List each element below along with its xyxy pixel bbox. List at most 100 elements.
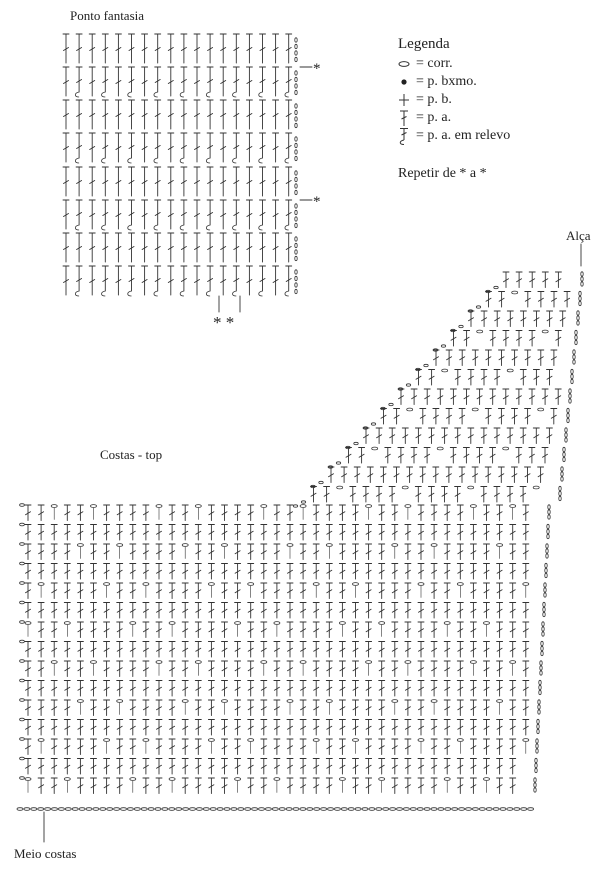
double-crochet-mark (114, 132, 122, 163)
double-crochet-mark (404, 758, 412, 775)
double-crochet-mark (219, 99, 227, 130)
double-crochet-mark (533, 310, 540, 327)
double-crochet-mark (509, 602, 517, 619)
double-crochet-mark (393, 408, 401, 425)
chart-markers: *** * (43, 61, 582, 843)
double-crochet-mark (206, 232, 214, 263)
double-crochet-mark (207, 680, 215, 697)
double-crochet-mark (128, 99, 135, 130)
double-crochet-mark (352, 641, 359, 658)
double-crochet-mark (75, 232, 83, 263)
slip-stitch-icon (401, 79, 407, 85)
double-crochet-mark (221, 524, 228, 541)
chart-row (19, 698, 541, 716)
double-crochet-mark (325, 738, 333, 755)
double-crochet-mark (467, 427, 475, 444)
double-crochet-mark (443, 680, 451, 697)
double-crochet-mark (362, 486, 370, 503)
double-crochet-mark (417, 543, 425, 560)
double-crochet-mark (194, 641, 202, 658)
double-crochet-mark (483, 758, 490, 775)
double-crochet-mark (260, 738, 268, 755)
double-crochet-mark (365, 699, 373, 716)
chart-row (345, 427, 568, 450)
double-crochet-mark (312, 777, 320, 794)
legend-item-double: = p. a. (398, 109, 598, 127)
double-crochet-mark (469, 758, 477, 775)
double-crochet-mark (181, 621, 189, 638)
double-crochet-mark (509, 543, 517, 560)
chart-row (19, 717, 540, 736)
double-crochet-mark (428, 369, 436, 386)
double-crochet-mark (430, 758, 438, 775)
chart-row (415, 349, 576, 372)
double-crochet-mark (103, 777, 111, 794)
double-crochet-mark (366, 466, 374, 483)
double-crochet-mark (75, 33, 83, 64)
double-crochet-mark (167, 99, 175, 130)
double-crochet-mark (181, 680, 189, 697)
double-crochet-mark (404, 621, 412, 638)
double-crochet-mark (378, 524, 386, 541)
double-crochet-mark (273, 524, 281, 541)
double-crochet-mark (378, 602, 386, 619)
double-crochet-mark (129, 602, 137, 619)
double-crochet-mark (50, 602, 58, 619)
single-crochet-icon (399, 94, 409, 106)
double-crochet-mark (388, 427, 396, 444)
double-crochet-mark (247, 621, 255, 638)
double-crochet-mark (441, 427, 449, 444)
double-crochet-mark (449, 388, 457, 405)
double-crochet-mark (260, 582, 268, 599)
double-crochet-mark (142, 699, 150, 716)
double-crochet-mark (484, 349, 492, 366)
double-crochet-mark (362, 427, 370, 444)
double-crochet-mark (221, 641, 228, 658)
double-crochet-mark (511, 349, 519, 366)
double-crochet-mark (63, 699, 71, 716)
double-crochet-mark (259, 232, 266, 263)
double-crochet-mark (234, 582, 242, 599)
double-crochet-mark (142, 719, 150, 736)
double-crochet-mark (285, 33, 293, 64)
double-crochet-mark (352, 543, 359, 560)
relief-stitch-mark (74, 66, 83, 98)
double-crochet-mark (443, 602, 451, 619)
relief-stitch-mark (153, 265, 162, 297)
double-crochet-mark (24, 680, 32, 697)
double-crochet-mark (443, 524, 451, 541)
double-crochet-mark (245, 132, 253, 163)
relief-stitch-mark (101, 66, 109, 98)
double-crochet-mark (247, 641, 255, 658)
double-crochet-mark (509, 582, 517, 599)
double-crochet-mark (546, 369, 553, 386)
double-crochet-mark (273, 543, 281, 560)
double-crochet-mark (417, 504, 425, 521)
double-crochet-mark (509, 563, 517, 580)
double-crochet-mark (206, 99, 214, 130)
double-crochet-mark (221, 504, 228, 521)
double-crochet-mark (259, 33, 266, 64)
double-crochet-mark (496, 680, 504, 697)
double-crochet-mark (116, 563, 124, 580)
chart-row (397, 368, 574, 391)
double-crochet-mark (24, 563, 32, 580)
double-crochet-mark (37, 563, 45, 580)
double-crochet-mark (50, 777, 58, 794)
double-crochet-mark (142, 504, 150, 521)
chart-row (19, 581, 547, 599)
double-crochet-mark (221, 738, 228, 755)
double-crochet-mark (496, 524, 504, 541)
double-crochet-mark (299, 699, 307, 716)
double-crochet-mark (272, 66, 280, 97)
repeat-star-marker-mid: * (313, 194, 321, 210)
double-crochet-mark (443, 563, 451, 580)
double-crochet-mark (522, 621, 530, 638)
relief-stitch-mark (179, 132, 188, 164)
double-crochet-mark (114, 166, 122, 197)
double-crochet-mark (272, 232, 280, 263)
double-crochet-mark (537, 349, 545, 366)
double-crochet-mark (141, 166, 149, 197)
double-crochet-mark (272, 132, 280, 163)
double-crochet-mark (207, 699, 215, 716)
